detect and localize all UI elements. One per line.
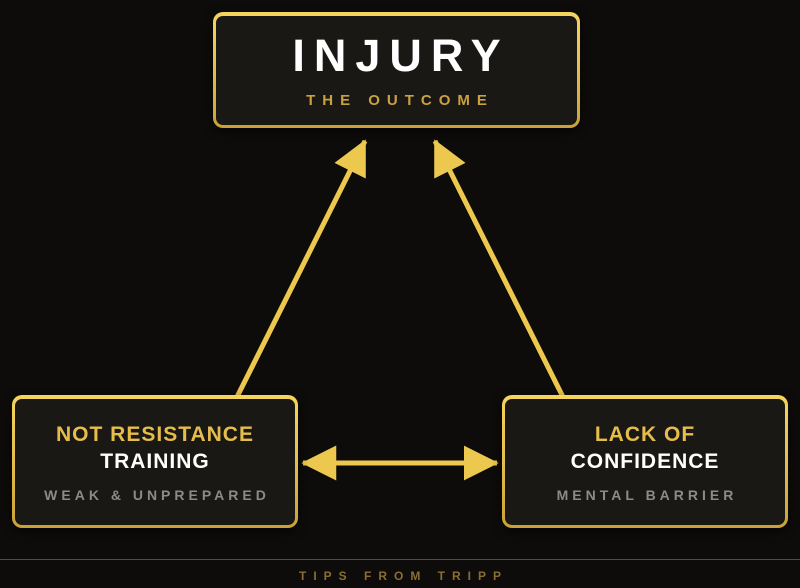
- resistance-title-main: TRAINING: [100, 450, 210, 473]
- confidence-box-body: LACK OF CONFIDENCE MENTAL BARRIER: [505, 399, 785, 525]
- injury-box: INJURY THE OUTCOME: [213, 12, 580, 128]
- injury-box-body: INJURY THE OUTCOME: [216, 16, 577, 125]
- footer-label: TIPS FROM TRIPP: [298, 569, 508, 583]
- confidence-title-main: CONFIDENCE: [570, 450, 720, 473]
- injury-subtitle: THE OUTCOME: [306, 91, 494, 109]
- confidence-subtitle: MENTAL BARRIER: [556, 487, 738, 503]
- arrow-confidence-to-injury: [432, 139, 566, 399]
- footer-divider: [0, 559, 800, 560]
- confidence-title-accent: LACK OF: [594, 423, 696, 446]
- arrow-resistance-to-injury: [234, 139, 368, 399]
- resistance-title-accent: NOT RESISTANCE: [56, 423, 254, 446]
- injury-title: INJURY: [292, 29, 510, 81]
- resistance-subtitle: WEAK & UNPREPARED: [44, 487, 270, 503]
- resistance-box: NOT RESISTANCE TRAINING WEAK & UNPREPARE…: [12, 395, 298, 528]
- resistance-box-body: NOT RESISTANCE TRAINING WEAK & UNPREPARE…: [15, 399, 295, 525]
- confidence-box: LACK OF CONFIDENCE MENTAL BARRIER: [502, 395, 788, 528]
